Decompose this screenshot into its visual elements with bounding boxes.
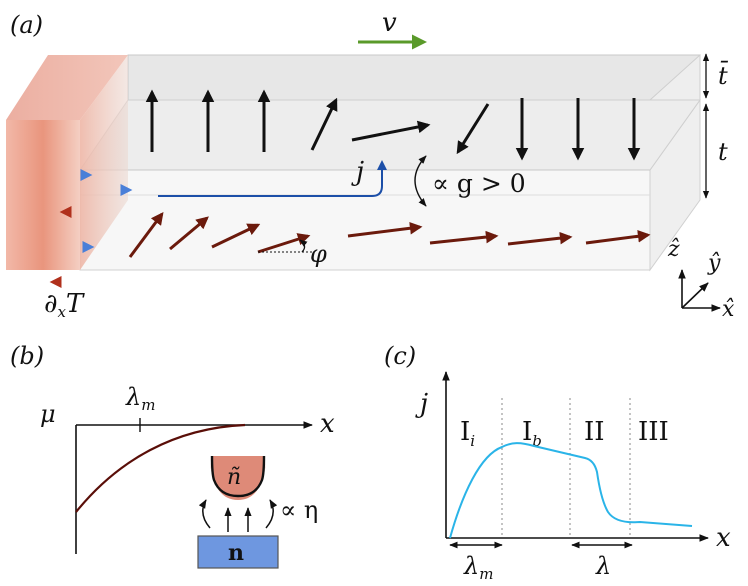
b-magnetization-box — [197, 535, 279, 569]
c-region-label: III — [638, 417, 669, 447]
panel-b-label: (b) — [10, 342, 44, 370]
interface-plane — [79, 99, 701, 171]
c-current-curve — [449, 442, 693, 539]
bottom-thickness-label: t — [718, 138, 728, 166]
panel-b: (b) μ x λm ñ ∝ η n — [10, 342, 335, 569]
z-axis-label: ẑ — [667, 237, 680, 262]
b-potential-curve — [75, 423, 246, 513]
y-axis-arrow — [681, 282, 709, 309]
b-box-label: n — [228, 540, 244, 566]
angle-phi-label: φ — [310, 240, 327, 268]
hot-reservoir-front — [6, 120, 80, 270]
b-density-cup — [210, 455, 266, 498]
bottom-spin-arrow — [128, 211, 164, 258]
velocity-label: v — [382, 8, 397, 38]
top-spin-arrow — [456, 103, 490, 155]
x-axis-label: x̂ — [722, 297, 735, 322]
c-y-axis-label: j — [415, 389, 428, 419]
b-x-axis-label: x — [320, 409, 335, 439]
bottom-layer-front — [79, 169, 651, 271]
b-proportional-label: ∝ η — [280, 496, 318, 524]
bottom-spin-arrow — [257, 233, 311, 254]
bottom-spin-arrow — [429, 230, 499, 245]
bottom-magnetization-arrows — [128, 211, 651, 258]
bottom-spin-arrow — [169, 216, 209, 251]
panel-a-label: (a) — [10, 11, 43, 39]
b-curl-left — [198, 499, 211, 529]
gradient-label: ∂xT — [44, 289, 85, 321]
panel-a: (a) — [6, 8, 735, 322]
spin-current-line — [158, 160, 387, 197]
c-region-label: II — [584, 417, 605, 447]
c-x-axis-label: x — [716, 523, 731, 553]
top-spin-arrow — [351, 120, 431, 142]
panel-c: (c) j x Ii Ib II III λm λ — [384, 342, 731, 583]
coupling-label: ∝ g > 0 — [432, 169, 526, 198]
b-flux-arrows — [198, 499, 278, 532]
bottom-spin-arrow — [347, 221, 423, 238]
y-axis-label: ŷ — [707, 251, 721, 276]
b-density-label: ñ — [227, 465, 241, 490]
axes-triad — [678, 269, 721, 312]
hot-reservoir-side — [80, 55, 128, 270]
hot-reservoir-top — [6, 55, 128, 120]
c-lambda-label: λ — [595, 552, 611, 580]
angle-arc — [299, 239, 308, 253]
bottom-spin-arrow — [507, 231, 573, 246]
b-curl-right — [265, 499, 278, 529]
b-y-axis-label: μ — [40, 400, 56, 428]
bottom-spin-arrow — [211, 223, 261, 249]
b-tick-label: λm — [125, 383, 155, 414]
c-region-label: Ii — [460, 417, 475, 450]
top-magnetization-arrows — [145, 89, 641, 161]
panel-c-label: (c) — [384, 342, 416, 370]
c-region-label: Ib — [522, 417, 542, 450]
c-region-dividers — [501, 398, 631, 538]
bottom-spin-arrow — [585, 230, 651, 245]
coupling-bracket — [414, 155, 427, 207]
c-lambda-m-label: λm — [463, 552, 493, 583]
top-thickness-label: t̄ — [718, 61, 729, 90]
top-spin-arrow — [310, 97, 338, 151]
